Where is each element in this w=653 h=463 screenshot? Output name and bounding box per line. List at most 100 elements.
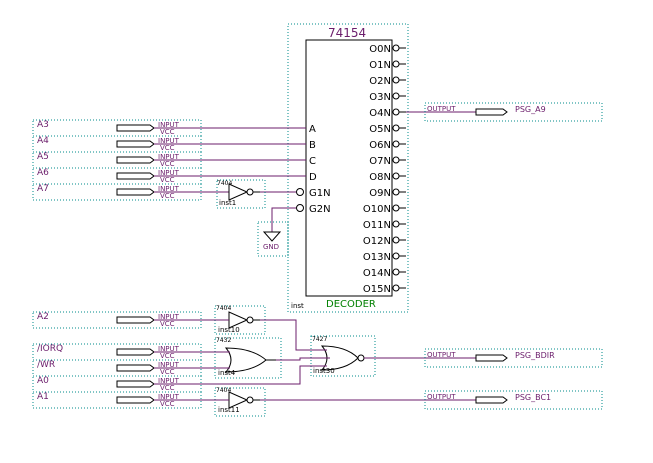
decoder-type-label: DECODER bbox=[326, 299, 376, 310]
gnd-label: GND bbox=[263, 243, 279, 251]
svg-text:O2N: O2N bbox=[369, 76, 391, 87]
or-gate-inst4[interactable]: 7432 inst4 bbox=[214, 337, 282, 379]
inst11-label: inst11 bbox=[218, 406, 240, 414]
svg-text:/WR: /WR bbox=[37, 360, 55, 370]
svg-text:VCC: VCC bbox=[160, 352, 175, 360]
svg-text:VCC: VCC bbox=[160, 192, 175, 200]
svg-text:A1: A1 bbox=[37, 392, 49, 402]
svg-text:INPUT: INPUT bbox=[158, 377, 180, 385]
decoder-output-o2n: O2N bbox=[369, 76, 406, 87]
svg-text:VCC: VCC bbox=[160, 144, 175, 152]
svg-text:7404: 7404 bbox=[216, 305, 231, 312]
svg-text:OUTPUT: OUTPUT bbox=[427, 105, 456, 113]
wire-g2n-gnd bbox=[271, 207, 296, 232]
wire-a0-inst30 bbox=[200, 365, 327, 385]
svg-text:O12N: O12N bbox=[363, 236, 391, 247]
svg-text:INPUT: INPUT bbox=[158, 361, 180, 369]
decoder-output-o14n: O14N bbox=[363, 268, 406, 279]
nor-gate-inst30[interactable]: 7427 inst30 bbox=[310, 335, 376, 377]
decoder-output-o7n: O7N bbox=[369, 156, 406, 167]
decoder-output-o15n: O15N bbox=[363, 284, 406, 295]
svg-text:VCC: VCC bbox=[160, 320, 175, 328]
inst30-label: inst30 bbox=[313, 367, 335, 375]
svg-text:A5: A5 bbox=[37, 152, 49, 162]
decoder-output-o12n: O12N bbox=[363, 236, 406, 247]
svg-text:O15N: O15N bbox=[363, 284, 391, 295]
svg-text:INPUT: INPUT bbox=[158, 345, 180, 353]
inverter-inst11[interactable]: 7404 inst11 bbox=[214, 387, 266, 417]
decoder-body bbox=[305, 39, 393, 297]
svg-text:7404: 7404 bbox=[216, 387, 231, 394]
decoder-frame bbox=[287, 23, 409, 313]
svg-text:O11N: O11N bbox=[363, 220, 391, 231]
svg-text:7404: 7404 bbox=[217, 180, 232, 187]
decoder-part-label: 74154 bbox=[328, 26, 366, 40]
gnd-symbol: GND bbox=[257, 221, 289, 257]
svg-text:A0: A0 bbox=[37, 376, 49, 386]
decoder-output-o9n: O9N bbox=[369, 188, 406, 199]
svg-text:A7: A7 bbox=[37, 184, 49, 194]
decoder-input-c: C bbox=[309, 156, 316, 167]
decoder-inst-label: inst bbox=[291, 302, 304, 310]
svg-text:INPUT: INPUT bbox=[158, 313, 180, 321]
svg-text:O7N: O7N bbox=[369, 156, 391, 167]
svg-text:O9N: O9N bbox=[369, 188, 391, 199]
svg-text:O0N: O0N bbox=[369, 44, 391, 55]
svg-text:VCC: VCC bbox=[160, 160, 175, 168]
wire-inst10-inst30 bbox=[260, 319, 327, 351]
svg-text:O8N: O8N bbox=[369, 172, 391, 183]
g1n-bubble bbox=[296, 188, 304, 196]
svg-text:INPUT: INPUT bbox=[158, 393, 180, 401]
decoder-output-o4n: O4N bbox=[369, 108, 406, 119]
g2n-bubble bbox=[296, 204, 304, 212]
decoder-74154[interactable]: 74154 DECODER inst A B C D G1N G2N O0NO1… bbox=[287, 23, 409, 313]
svg-text:O4N: O4N bbox=[369, 108, 391, 119]
decoder-output-o11n: O11N bbox=[363, 220, 406, 231]
svg-text:VCC: VCC bbox=[160, 128, 175, 136]
svg-text:INPUT: INPUT bbox=[158, 169, 180, 177]
decoder-output-o0n: O0N bbox=[369, 44, 406, 55]
svg-text:VCC: VCC bbox=[160, 368, 175, 376]
svg-text:VCC: VCC bbox=[160, 400, 175, 408]
inst10-label: inst10 bbox=[218, 326, 240, 334]
svg-text:O5N: O5N bbox=[369, 124, 391, 135]
svg-text:OUTPUT: OUTPUT bbox=[427, 393, 456, 401]
svg-text:A2: A2 bbox=[37, 312, 49, 322]
decoder-output-o5n: O5N bbox=[369, 124, 406, 135]
inverter-inst1[interactable]: 7404 inst1 bbox=[216, 179, 266, 209]
decoder-input-b: B bbox=[309, 140, 316, 151]
svg-text:O14N: O14N bbox=[363, 268, 391, 279]
svg-text:VCC: VCC bbox=[160, 176, 175, 184]
svg-text:PSG_BC1: PSG_BC1 bbox=[515, 393, 551, 402]
svg-text:A4: A4 bbox=[37, 136, 49, 146]
wire-inst4-inst30 bbox=[276, 357, 330, 361]
decoder-output-o13n: O13N bbox=[363, 252, 406, 263]
output-pin-psg_bc1[interactable]: OUTPUT PSG_BC1 bbox=[424, 390, 603, 410]
svg-text:7427: 7427 bbox=[312, 336, 327, 343]
decoder-input-d: D bbox=[309, 172, 317, 183]
svg-text:O1N: O1N bbox=[369, 60, 391, 71]
decoder-output-o1n: O1N bbox=[369, 60, 406, 71]
svg-text:7432: 7432 bbox=[216, 337, 231, 344]
decoder-output-o3n: O3N bbox=[369, 92, 406, 103]
decoder-input-a: A bbox=[309, 124, 316, 135]
svg-text:OUTPUT: OUTPUT bbox=[427, 351, 456, 359]
decoder-output-o8n: O8N bbox=[369, 172, 406, 183]
decoder-input-g2n: G2N bbox=[309, 204, 331, 215]
decoder-outputs: O0NO1NO2NO3NO4NO5NO6NO7NO8NO9NO10NO11NO1… bbox=[363, 44, 406, 295]
